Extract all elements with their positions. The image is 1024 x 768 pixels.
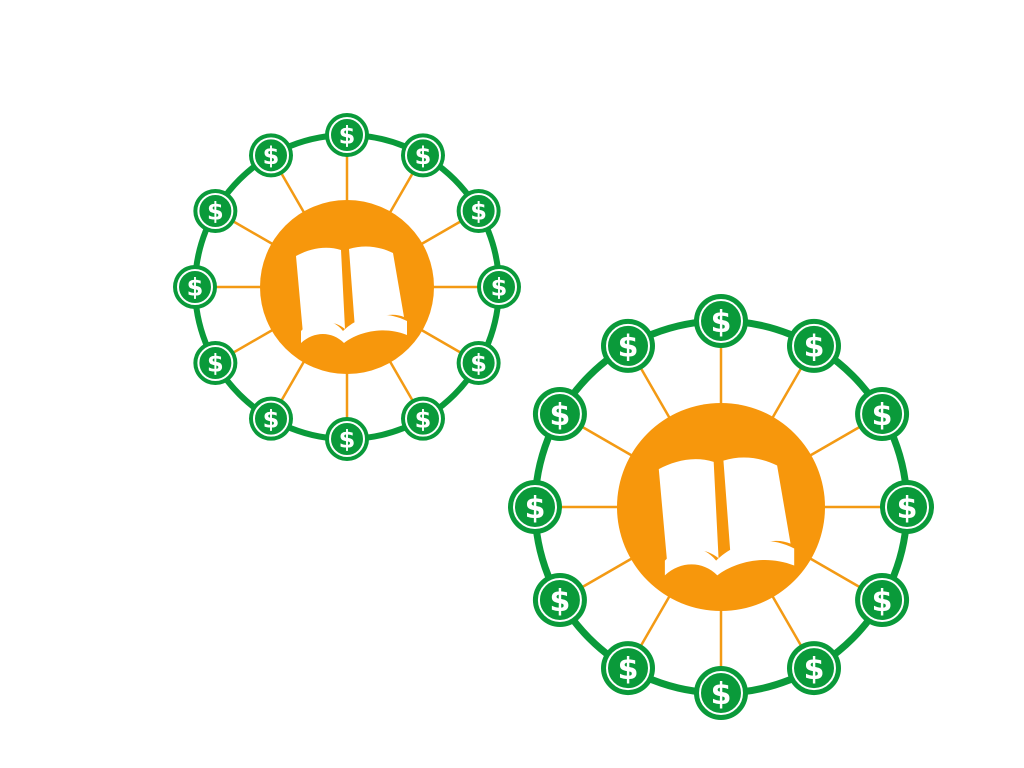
dollar-coin-icon: $	[325, 113, 369, 157]
dollar-coin-icon: $	[787, 318, 841, 373]
dollar-coin-icon: $	[249, 396, 293, 441]
dollar-coin-icon: $	[249, 133, 293, 178]
dollar-coin-icon: $	[508, 480, 562, 534]
dollar-sign: $	[711, 305, 732, 340]
dollar-sign: $	[804, 652, 825, 687]
dollar-coin-icon: $	[325, 417, 369, 461]
small-cluster: $ $ $ $ $ $ $ $ $ $ $ $	[173, 113, 521, 461]
dollar-sign: $	[207, 350, 224, 378]
dollar-sign: $	[549, 584, 570, 619]
dollar-sign: $	[618, 652, 639, 687]
large-cluster: $ $ $ $ $ $ $ $ $ $ $ $	[508, 294, 934, 720]
dollar-coin-icon: $	[532, 387, 587, 441]
hub-circle	[260, 200, 434, 374]
hub-circle	[617, 403, 825, 611]
dollar-coin-icon: $	[401, 133, 445, 178]
dollar-coin-icon: $	[173, 265, 217, 309]
dollar-sign: $	[872, 584, 893, 619]
dollar-coin-icon: $	[456, 341, 501, 385]
dollar-sign: $	[415, 405, 432, 433]
dollar-coin-icon: $	[456, 189, 501, 233]
dollar-sign: $	[187, 274, 204, 302]
dollar-sign: $	[897, 491, 918, 526]
dollar-coin-icon: $	[880, 480, 934, 534]
open-book-icon	[658, 457, 795, 576]
dollar-coin-icon: $	[401, 396, 445, 441]
dollar-sign: $	[263, 142, 280, 170]
dollar-sign: $	[415, 142, 432, 170]
dollar-coin-icon: $	[787, 641, 841, 696]
dollar-sign: $	[470, 350, 487, 378]
dollar-coin-icon: $	[601, 318, 655, 373]
dollar-sign: $	[525, 491, 546, 526]
dollar-coin-icon: $	[694, 294, 748, 348]
dollar-coin-icon: $	[193, 189, 238, 233]
dollar-sign: $	[549, 398, 570, 433]
dollar-sign: $	[711, 677, 732, 712]
dollar-coin-icon: $	[193, 341, 238, 385]
dollar-sign: $	[872, 398, 893, 433]
dollar-coin-icon: $	[477, 265, 521, 309]
dollar-sign: $	[491, 274, 508, 302]
dollar-sign: $	[804, 330, 825, 365]
dollar-coin-icon: $	[855, 573, 910, 627]
dollar-coin-icon: $	[694, 666, 748, 720]
dollar-coin-icon: $	[855, 387, 910, 441]
dollar-coin-icon: $	[532, 573, 587, 627]
dollar-sign: $	[263, 405, 280, 433]
dollar-sign: $	[207, 198, 224, 226]
dollar-sign: $	[470, 198, 487, 226]
open-book-icon	[296, 246, 407, 343]
dollar-sign: $	[339, 426, 356, 454]
dollar-sign: $	[339, 122, 356, 150]
dollar-coin-icon: $	[601, 641, 655, 696]
dollar-sign: $	[618, 330, 639, 365]
